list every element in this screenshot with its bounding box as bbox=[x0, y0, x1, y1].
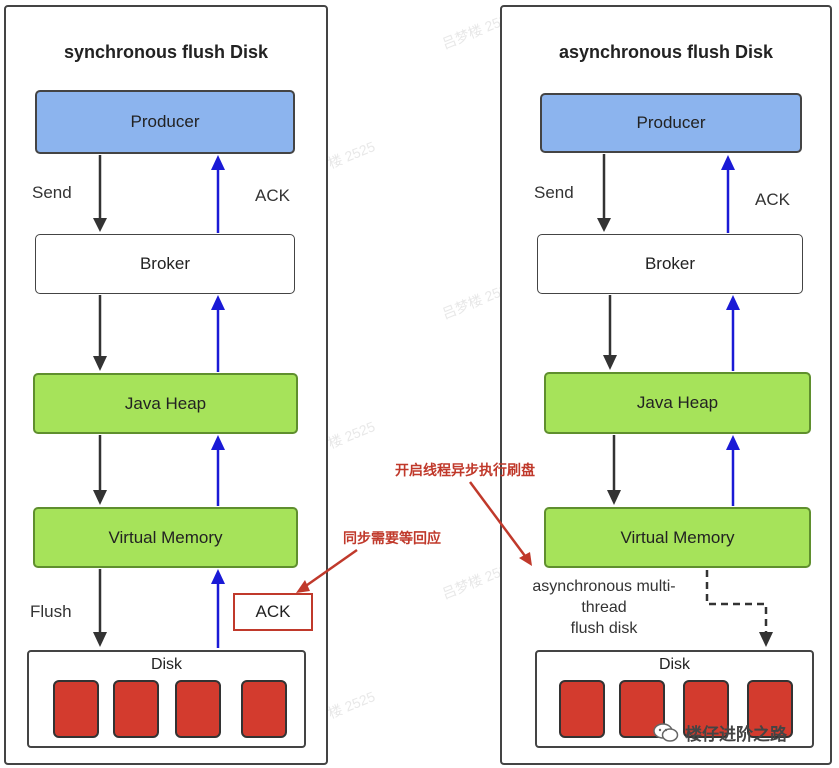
sync-flush-arrow bbox=[93, 569, 107, 647]
sync-ack-box: ACK bbox=[233, 593, 313, 631]
async-ack-arrow-broker bbox=[721, 155, 735, 233]
sync-broker-box: Broker bbox=[35, 234, 295, 294]
async-java-heap-box: Java Heap bbox=[544, 372, 811, 434]
wechat-icon bbox=[653, 722, 679, 743]
async-heap-to-vmem-arrow bbox=[607, 435, 621, 505]
async-virtual-memory-box: Virtual Memory bbox=[544, 507, 811, 568]
sync-virtual-memory-box: Virtual Memory bbox=[33, 507, 298, 568]
sync-java-heap-box: Java Heap bbox=[33, 373, 298, 434]
async-ack-arrow-vmem bbox=[726, 435, 740, 506]
disk-block bbox=[559, 680, 605, 738]
sync-panel-title: synchronous flush Disk bbox=[63, 42, 269, 62]
sync-flush-label: Flush bbox=[30, 602, 72, 621]
sync-wait-note: 同步需要等回应 bbox=[343, 530, 441, 546]
async-broker-to-heap-arrow bbox=[603, 295, 617, 370]
sync-producer-box: Producer bbox=[35, 90, 295, 154]
async-disk-label: Disk bbox=[658, 656, 691, 673]
sync-ack-arrow-broker bbox=[211, 155, 225, 233]
async-note-line-2: thread bbox=[581, 599, 627, 616]
disk-block bbox=[175, 680, 221, 738]
async-note-pointer-arrow bbox=[468, 481, 532, 566]
sync-ack-arrow-heap bbox=[211, 295, 225, 372]
async-thread-note: asynchronous multi- thread flush disk bbox=[509, 576, 699, 639]
disk-block bbox=[683, 680, 729, 738]
disk-block bbox=[241, 680, 287, 738]
async-panel-title: asynchronous flush Disk bbox=[558, 42, 774, 62]
async-flush-dashed-arrow bbox=[705, 570, 773, 647]
disk-block bbox=[53, 680, 99, 738]
async-note-line-1: asynchronous multi- bbox=[532, 578, 676, 595]
sync-ack-label: ACK bbox=[255, 186, 290, 205]
async-thread-label: 开启线程异步执行刷盘 bbox=[395, 462, 535, 478]
async-send-label: Send bbox=[534, 183, 574, 202]
async-send-arrow bbox=[597, 154, 611, 232]
async-producer-box: Producer bbox=[540, 93, 802, 153]
sync-ack-arrow-disk bbox=[211, 569, 225, 648]
sync-ack-arrow-vmem bbox=[211, 435, 225, 506]
disk-block bbox=[747, 680, 793, 738]
sync-disk-area: Disk bbox=[27, 650, 306, 748]
sync-disk-label: Disk bbox=[150, 656, 183, 673]
async-ack-label: ACK bbox=[755, 190, 790, 209]
sync-send-label: Send bbox=[32, 183, 72, 202]
async-note-line-3: flush disk bbox=[570, 620, 638, 637]
sync-note-pointer-arrow bbox=[296, 548, 358, 593]
brand-name: 楼仔进阶之路 bbox=[685, 725, 787, 744]
sync-send-arrow bbox=[93, 155, 107, 232]
brand-tag: 楼仔进阶之路 bbox=[653, 720, 787, 745]
disk-block bbox=[113, 680, 159, 738]
async-broker-box: Broker bbox=[537, 234, 803, 294]
sync-heap-to-vmem-arrow bbox=[93, 435, 107, 505]
async-ack-arrow-heap bbox=[726, 295, 740, 371]
sync-broker-to-heap-arrow bbox=[93, 295, 107, 371]
